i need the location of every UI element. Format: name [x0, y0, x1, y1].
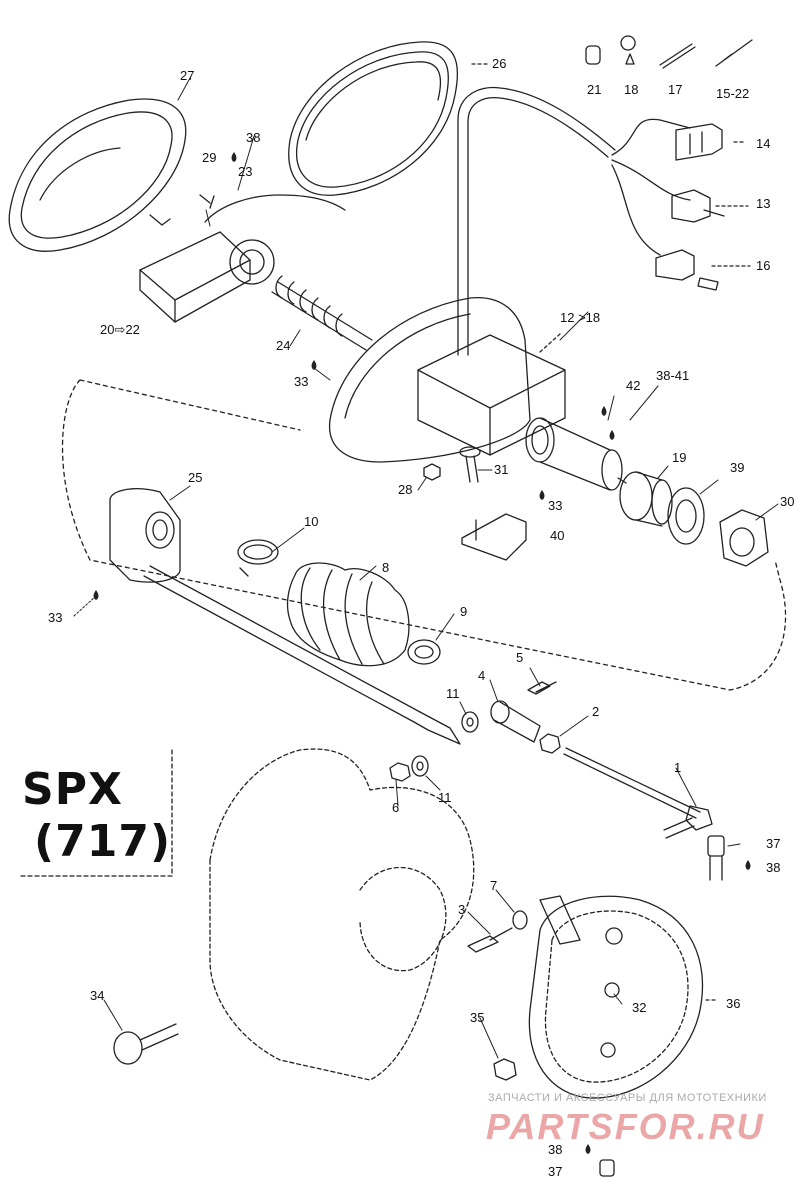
bolt-37-bottom	[599, 1159, 615, 1177]
nut-35	[493, 1058, 517, 1081]
part-label-26: 26	[492, 56, 507, 71]
bolt-3	[467, 927, 513, 953]
part-label-24: 24	[276, 338, 291, 353]
part-label-31: 31	[494, 462, 509, 477]
nut-28	[423, 463, 441, 481]
ring-housing-36	[528, 895, 719, 1099]
link-rod-1	[563, 747, 713, 839]
nut-6	[389, 762, 411, 782]
part-label-28: 28	[398, 482, 413, 497]
bracket-40	[461, 513, 527, 561]
loop-strap	[288, 41, 489, 196]
part-label-38-c: 38	[548, 1142, 563, 1157]
part-label-15-22: 15-22	[716, 86, 750, 101]
part-label-38-41: 38-41	[656, 368, 690, 383]
part-label-39: 39	[730, 460, 745, 475]
housing-plate	[328, 296, 531, 463]
part-label-34: 34	[90, 988, 105, 1003]
watermark-caption: ЗАПЧАСТИ И АКСЕССУАРЫ ДЛЯ МОТОТЕХНИКИ	[488, 1092, 767, 1104]
part-label-27: 27	[180, 68, 195, 83]
part-label-29: 29	[202, 150, 217, 165]
part-label-9: 9	[460, 604, 468, 619]
part-label-21: 21	[587, 82, 602, 97]
connector-13	[671, 189, 749, 223]
nut-30	[719, 509, 769, 567]
model-code: (717)	[34, 816, 172, 867]
outline-envelope	[61, 379, 787, 691]
part-label-23: 23	[238, 164, 253, 179]
bushing-19	[619, 471, 673, 527]
lubricant-symbols	[93, 152, 751, 1154]
trim-motor	[139, 194, 346, 323]
part-label-16: 16	[756, 258, 771, 273]
part-label-11-a: 11	[446, 686, 460, 701]
part-label-19: 19	[672, 450, 687, 465]
part-label-8: 8	[382, 560, 390, 575]
drive-shaft-gear	[525, 417, 627, 491]
part-label-2: 2	[592, 704, 600, 719]
part-label-11-b: 11	[438, 790, 452, 805]
part-label-12-18: 12 >18	[560, 310, 601, 325]
part-label-38: 38	[246, 130, 261, 145]
part-label-42: 42	[626, 378, 641, 393]
clamp-9	[407, 639, 441, 665]
connector-16	[655, 249, 751, 291]
part-label-38-b: 38	[766, 860, 781, 875]
nut-2	[539, 733, 561, 754]
model-name: SPX	[22, 764, 123, 815]
part-label-30: 30	[780, 494, 795, 509]
part-label-3: 3	[458, 902, 466, 917]
part-label-7: 7	[490, 878, 498, 893]
part-label-1: 1	[674, 760, 682, 775]
part-label-13: 13	[756, 196, 771, 211]
rubber-boot	[286, 562, 410, 667]
bolt-37	[707, 835, 725, 881]
part-label-40: 40	[550, 528, 565, 543]
worm-spring	[271, 275, 373, 351]
engine-outline	[209, 748, 475, 1081]
part-label-14: 14	[756, 136, 771, 151]
small-fittings	[585, 35, 753, 69]
screw-34	[113, 1023, 179, 1065]
part-label-25: 25	[188, 470, 203, 485]
part-label-18: 18	[624, 82, 639, 97]
watermark-brand: PARTSFOR.RU	[486, 1106, 765, 1147]
bolt-31	[459, 446, 481, 483]
part-label-35: 35	[470, 1010, 485, 1025]
cable-bracket-25	[109, 488, 181, 583]
part-label-37: 37	[766, 836, 781, 851]
cable-rod	[143, 565, 461, 745]
part-label-33-c: 33	[48, 610, 63, 625]
washer-39	[667, 487, 705, 545]
part-label-33: 33	[294, 374, 309, 389]
part-label-10: 10	[304, 514, 319, 529]
clamp-10	[237, 539, 279, 577]
part-label-20-22: 20⇨22	[100, 322, 140, 337]
part-label-33-b: 33	[548, 498, 563, 513]
model-frame	[19, 749, 173, 877]
lever-arm-4	[490, 700, 541, 743]
wire-harness	[457, 86, 691, 356]
part-label-6: 6	[392, 800, 400, 815]
part-label-36: 36	[726, 996, 741, 1011]
part-label-4: 4	[478, 668, 486, 683]
leader-lines	[73, 77, 779, 1059]
mirror-cover	[8, 98, 187, 252]
part-label-32: 32	[632, 1000, 647, 1015]
washer-11	[411, 711, 479, 777]
control-box	[417, 333, 566, 456]
bolt-5	[527, 681, 557, 695]
washer-7	[512, 910, 528, 930]
part-label-37-b: 37	[548, 1164, 563, 1179]
connector-14	[675, 123, 747, 161]
part-label-17: 17	[668, 82, 683, 97]
part-label-5: 5	[516, 650, 524, 665]
